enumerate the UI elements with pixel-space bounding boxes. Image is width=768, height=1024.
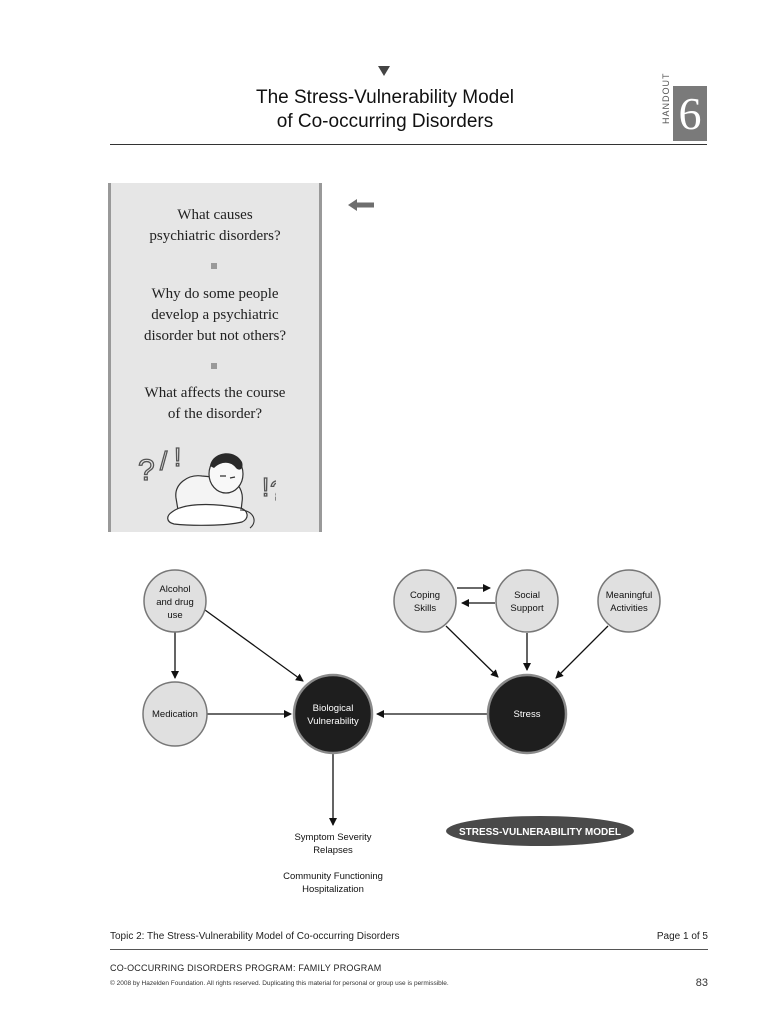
confused-person-illustration: ? / ! ! ? bbox=[137, 441, 276, 529]
footer-topic: Topic 2: The Stress-Vulnerability Model … bbox=[110, 931, 400, 942]
svg-text:?: ? bbox=[138, 454, 155, 487]
node-social-support bbox=[495, 569, 559, 633]
bullet-icon bbox=[211, 263, 217, 269]
medication-label: Medication bbox=[152, 709, 198, 720]
title-line-1: The Stress-Vulnerability Model bbox=[255, 87, 514, 108]
edge-alcohol-bio bbox=[204, 609, 304, 682]
bio-label-1: Biological bbox=[313, 703, 354, 714]
svg-text:!: ! bbox=[262, 472, 269, 502]
question-2: Why do some people develop a psychiatric… bbox=[143, 286, 287, 344]
page-title: The Stress-Vulnerability Model of Co-occ… bbox=[200, 86, 570, 134]
svg-text:!: ! bbox=[174, 442, 181, 472]
stress-label: Stress bbox=[514, 709, 541, 720]
social-label-1: Social bbox=[514, 590, 540, 601]
svg-text:?: ? bbox=[270, 475, 276, 506]
title-line-2: of Co-occurring Disorders bbox=[276, 111, 494, 132]
questions-panel: What causes psychiatric disorders? Why d… bbox=[108, 183, 322, 532]
social-label-2: Support bbox=[510, 603, 544, 614]
meaningful-label-2: Activities bbox=[610, 603, 648, 614]
alcohol-label-1: Alcohol bbox=[159, 584, 190, 595]
model-label-oval bbox=[446, 816, 634, 846]
edge-coping-stress bbox=[445, 625, 499, 678]
handout-number: 6 bbox=[673, 86, 707, 141]
svg-text:/: / bbox=[160, 446, 168, 476]
outcome-label-4: Hospitalization bbox=[302, 884, 364, 895]
header-divider bbox=[110, 144, 707, 145]
footer-page-indicator: Page 1 of 5 bbox=[656, 931, 708, 942]
left-arrow-icon bbox=[348, 199, 374, 211]
alcohol-label-3: use bbox=[167, 610, 182, 621]
node-alcohol-drug-use bbox=[143, 569, 207, 633]
node-medication bbox=[142, 681, 208, 747]
coping-label-1: Coping bbox=[410, 590, 440, 601]
coping-label-2: Skills bbox=[414, 603, 436, 614]
outcome-label-2: Relapses bbox=[313, 845, 353, 856]
question-3: What affects the course of the disorder? bbox=[144, 385, 286, 422]
question-1: What causes psychiatric disorders? bbox=[149, 207, 281, 244]
handout-label: HANDOUT bbox=[661, 72, 671, 125]
footer-divider bbox=[110, 949, 708, 950]
footer-program-name: CO-OCCURRING DISORDERS PROGRAM: FAMILY P… bbox=[110, 963, 382, 973]
outcome-label-1: Symptom Severity bbox=[294, 832, 371, 843]
alcohol-label-2: and drug bbox=[156, 597, 194, 608]
bio-label-2: Vulnerability bbox=[307, 716, 359, 727]
bullet-icon bbox=[211, 363, 217, 369]
section-marker-icon bbox=[378, 66, 390, 76]
node-stress bbox=[486, 673, 568, 755]
edge-meaningful-stress bbox=[555, 625, 609, 679]
node-coping-skills bbox=[393, 569, 457, 633]
page-number: 83 bbox=[695, 977, 708, 989]
meaningful-label-1: Meaningful bbox=[606, 590, 652, 601]
footer-copyright: © 2008 by Hazelden Foundation. All right… bbox=[110, 980, 449, 987]
node-biological-vulnerability bbox=[292, 673, 374, 755]
model-label: STRESS-VULNERABILITY MODEL bbox=[459, 827, 621, 838]
node-meaningful-activities bbox=[597, 569, 661, 633]
outcome-label-3: Community Functioning bbox=[283, 871, 383, 882]
